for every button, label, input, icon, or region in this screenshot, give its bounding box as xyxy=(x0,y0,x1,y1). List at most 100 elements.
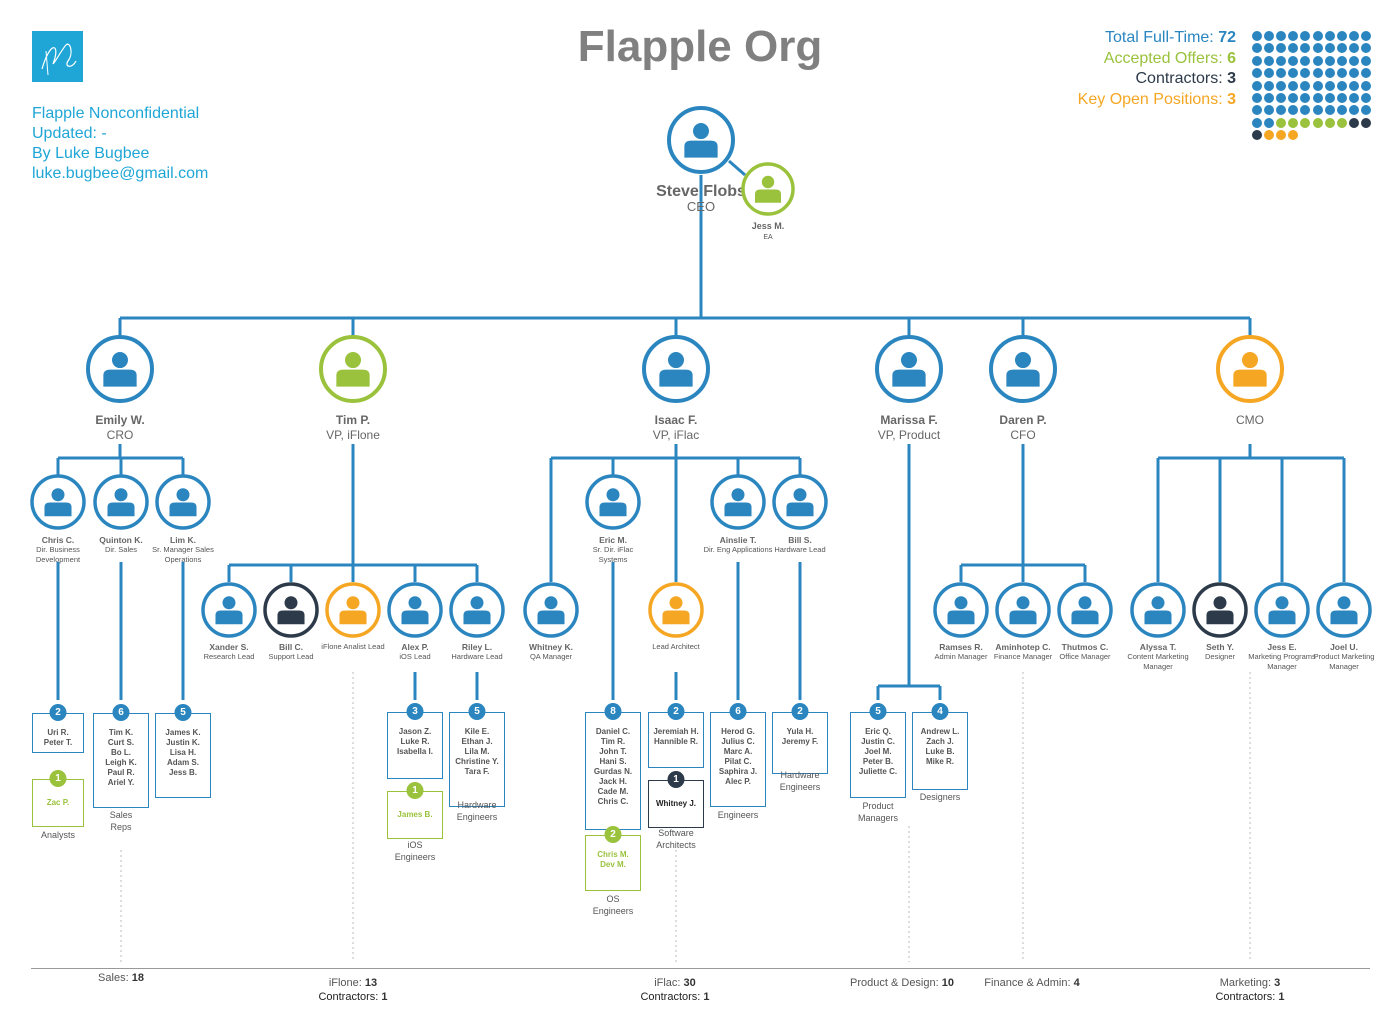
team-box[interactable]: James K. Justin K. Lisa H. Adam S. Jess … xyxy=(155,713,211,798)
team-box[interactable]: Chris M. Dev M. xyxy=(585,835,641,891)
person-ainslie[interactable] xyxy=(709,473,767,536)
team-members: James K. Justin K. Lisa H. Adam S. Jess … xyxy=(165,728,201,777)
person-whitney[interactable] xyxy=(522,581,580,644)
person-chris[interactable] xyxy=(29,473,87,536)
open-positions-label: Key Open Positions: xyxy=(1077,90,1223,108)
person-alex[interactable] xyxy=(386,581,444,644)
team-members: Zac P. xyxy=(46,798,70,807)
team-members: Andrew L. Zach J. Luke B. Mike R. xyxy=(920,727,960,766)
person-marissa[interactable] xyxy=(874,334,944,409)
headcount-dot xyxy=(1336,55,1347,66)
person-ramses[interactable] xyxy=(932,581,990,644)
footer-finance: Finance & Admin: 4 xyxy=(984,977,1080,989)
person-name: Emily W. xyxy=(95,413,145,427)
team-box[interactable]: Kile E. Ethan J. Lila M. Christine Y. Ta… xyxy=(449,712,505,807)
person-name: Lim K. xyxy=(170,535,196,545)
team-count-badge: 3 xyxy=(406,703,424,720)
headcount-dot xyxy=(1252,80,1262,91)
headcount-dot xyxy=(1336,43,1347,54)
headcount-dot xyxy=(1264,55,1275,66)
headcount-dot xyxy=(1324,80,1335,91)
person-ceo[interactable] xyxy=(666,105,736,180)
headcount-dot xyxy=(1300,93,1311,103)
person-riley[interactable] xyxy=(448,581,506,644)
person-role: Lead Architect xyxy=(652,642,700,651)
person-bills[interactable] xyxy=(771,473,829,536)
headcount-dot xyxy=(1348,105,1359,116)
person-name: Tim P. xyxy=(335,413,371,427)
team-box[interactable]: Herod G. Julius C. Marc A. Pilat C. Saph… xyxy=(710,712,766,807)
person-lim[interactable] xyxy=(154,473,212,536)
headcount-dot xyxy=(1348,31,1359,41)
team-box[interactable]: Jason Z. Luke R. Isabella I. xyxy=(387,712,443,779)
team-box[interactable]: Andrew L. Zach J. Luke B. Mike R. xyxy=(912,712,968,790)
footer-sales: Sales: 18 xyxy=(98,972,144,984)
person-thutmos[interactable] xyxy=(1056,581,1114,644)
updated-text: Updated: - xyxy=(32,125,107,142)
team-box[interactable]: Tim K. Curt S. Bo L. Leigh K. Paul R. Ar… xyxy=(93,713,149,808)
team-box[interactable]: Jeremiah H. Hannible R. xyxy=(648,712,704,768)
person-jesse[interactable] xyxy=(1253,581,1311,644)
team-box[interactable]: Whitney J. xyxy=(648,780,704,828)
headcount-dot xyxy=(1300,80,1311,91)
person-role: Dir. Eng Applications xyxy=(703,545,773,554)
person-joel[interactable] xyxy=(1315,581,1373,644)
headcount-dot xyxy=(1348,117,1359,128)
person-role: Office Manager xyxy=(1059,652,1111,661)
person-icon xyxy=(325,582,381,638)
team-box[interactable]: Zac P. xyxy=(32,779,84,827)
person-iflone_analist[interactable] xyxy=(324,581,382,644)
headcount-dot xyxy=(1336,80,1347,91)
person-role: VP, iFlone xyxy=(326,428,380,442)
person-icon xyxy=(710,474,766,530)
person-name: Isaac F. xyxy=(654,413,698,427)
person-aminhotep[interactable] xyxy=(994,581,1052,644)
person-alyssa[interactable] xyxy=(1129,581,1187,644)
headcount-dot xyxy=(1360,93,1371,103)
person-name: Ainslie T. xyxy=(719,535,757,545)
person-xander[interactable] xyxy=(200,581,258,644)
headcount-dot xyxy=(1312,43,1323,54)
person-name: Alyssa T. xyxy=(1139,642,1177,652)
person-cmo[interactable] xyxy=(1215,334,1285,409)
team-members: Jason Z. Luke R. Isabella I. xyxy=(396,727,434,756)
person-icon xyxy=(1216,335,1284,403)
headcount-dot xyxy=(1288,31,1299,41)
person-role: EA xyxy=(763,234,773,241)
person-billc[interactable] xyxy=(262,581,320,644)
person-emily[interactable] xyxy=(85,334,155,409)
person-seth[interactable] xyxy=(1191,581,1249,644)
headcount-dot xyxy=(1276,130,1287,141)
team-box[interactable]: Daniel C. Tim R. John T. Hani S. Gurdas … xyxy=(585,712,641,830)
headcount-dot xyxy=(1276,68,1287,79)
team-box[interactable]: Eric Q. Justin C. Joel M. Peter B. Julie… xyxy=(850,712,906,798)
headcount-dot xyxy=(1324,117,1335,128)
headcount-dot xyxy=(1276,31,1287,41)
person-daren[interactable] xyxy=(988,334,1058,409)
headcount-dot xyxy=(1312,55,1323,66)
person-lead_arch[interactable] xyxy=(647,581,705,644)
team-members: Uri R. Peter T. xyxy=(43,728,73,747)
team-caption: Sales Reps xyxy=(109,810,133,832)
person-role: CMO xyxy=(1236,413,1264,427)
person-eric[interactable] xyxy=(584,473,642,536)
person-isaac[interactable] xyxy=(641,334,711,409)
person-tim[interactable] xyxy=(318,334,388,409)
email-link[interactable]: luke.bugbee@gmail.com xyxy=(32,165,209,182)
contractors-value: 3 xyxy=(1227,70,1236,87)
person-role: Research Lead xyxy=(203,652,255,661)
headcount-dot xyxy=(1288,105,1299,116)
person-name: Joel U. xyxy=(1330,642,1358,652)
team-members: Whitney J. xyxy=(655,799,696,808)
team-box[interactable]: James B. xyxy=(387,791,443,839)
headcount-dot xyxy=(1264,68,1275,79)
headcount-dot xyxy=(1252,43,1262,54)
person-name: Jess E. xyxy=(1267,642,1297,652)
person-quinton[interactable] xyxy=(92,473,150,536)
person-role: CFO xyxy=(1010,428,1036,442)
person-name: Eric M. xyxy=(599,535,627,545)
headcount-dot xyxy=(1288,93,1299,103)
person-ea[interactable] xyxy=(740,161,796,222)
team-box[interactable]: Yula H. Jeremy F. xyxy=(772,712,828,774)
